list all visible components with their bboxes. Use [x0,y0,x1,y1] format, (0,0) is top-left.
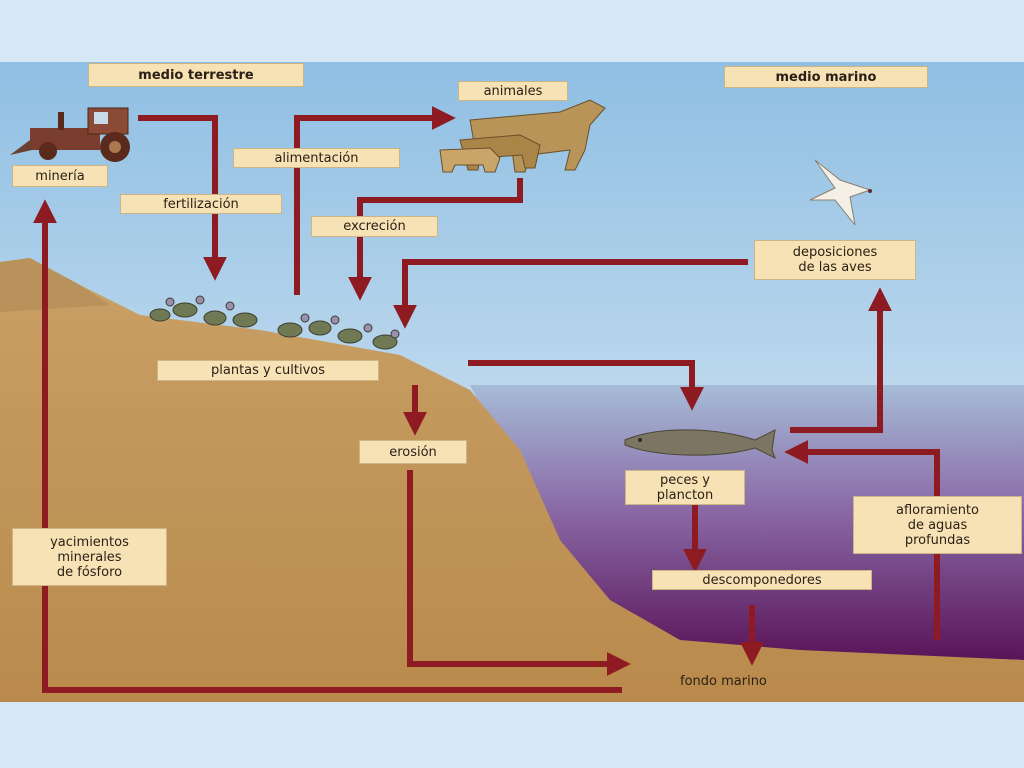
arrow-fondo-to-yacimientos [33,199,622,693]
arrow-fertilizacion [138,115,227,281]
animals-icon [439,99,606,173]
arrow-to-aves [790,287,892,433]
label-yacimientos: yacimientos minerales de fósforo [12,528,167,586]
arrow-afloramiento [784,440,940,640]
arrow-excrecion [348,178,523,301]
label-medio-terrestre: medio terrestre [88,63,304,87]
label-plantas-cultivos: plantas y cultivos [157,360,379,381]
tractor-icon [10,107,130,162]
plants-icon [149,295,400,350]
fish-icon [624,429,776,460]
label-mineria: minería [12,165,108,187]
cycle-arrows [33,106,940,693]
label-medio-marino: medio marino [724,66,928,88]
label-erosion: erosión [359,440,467,464]
label-animales: animales [458,81,568,101]
arrow-deposiciones [393,259,748,329]
label-peces-plancton: peces y plancton [625,470,745,505]
label-descomponedores: descomponedores [652,570,872,590]
label-alimentacion: alimentación [233,148,400,168]
bird-icon [809,159,872,226]
label-deposiciones: deposiciones de las aves [754,240,916,280]
arrow-to-peces [468,360,704,411]
label-afloramiento: afloramiento de aguas profundas [853,496,1022,554]
label-fondo-marino: fondo marino [680,674,767,689]
label-fertilizacion: fertilización [120,194,282,214]
arrow-erosion-to-fondo [407,470,631,676]
label-excrecion: excreción [311,216,438,237]
hill [0,258,110,312]
arrow-alimentacion [294,106,456,295]
